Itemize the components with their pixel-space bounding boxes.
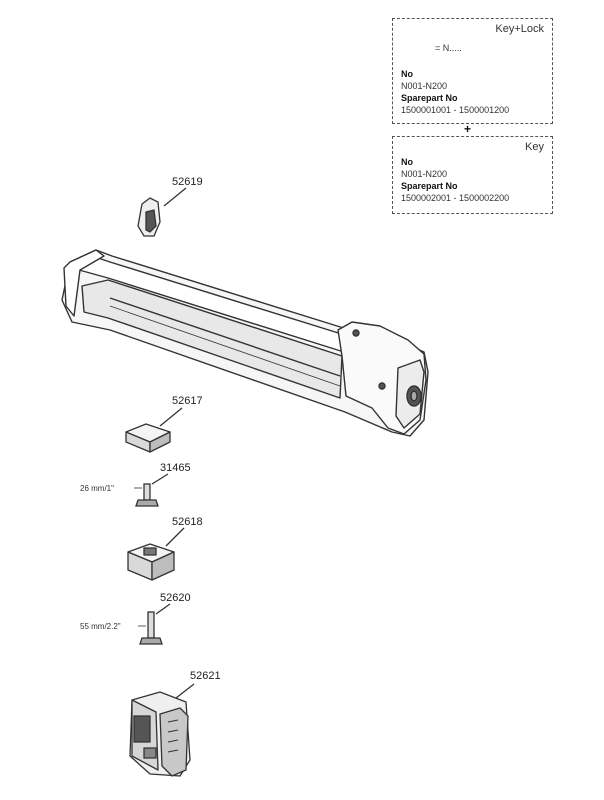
rail-screw-top: [352, 329, 360, 337]
part-number-52620: 52620: [160, 592, 191, 604]
key-sparepart-range: 1500002001 - 1500002200: [401, 193, 510, 203]
key-lock-sparepart-range: 1500001001 - 1500001200: [401, 105, 510, 115]
key-lock-sparepart-label: Sparepart No: [401, 93, 458, 103]
leader-52619: [163, 187, 187, 207]
part-number-52621: 52621: [190, 670, 221, 682]
leader-52620: [155, 603, 171, 615]
part-number-52617: 52617: [172, 395, 203, 407]
bolt-short-head: [135, 499, 159, 507]
rail-groove-2: [109, 305, 341, 387]
dimension-31465: 26 mm/1": [80, 484, 114, 493]
rail-groove-1: [109, 297, 341, 377]
clamp-ratchet: [159, 707, 189, 777]
key-sparepart-label: Sparepart No: [401, 181, 458, 191]
key-lock-info-box: Key+Lock = N..... No N001-N200 Sparepart…: [392, 18, 553, 124]
clamp-buckle: [143, 747, 157, 759]
clamp-window: [133, 715, 151, 743]
bolt-long-shaft: [147, 611, 155, 639]
leader-31465: [151, 473, 169, 485]
bolt-long-head: [139, 637, 163, 645]
leader-52617: [159, 407, 183, 427]
bolt-short-shaft: [143, 483, 151, 501]
part-number-31465: 31465: [160, 462, 191, 474]
rail-end-cap-left: [63, 249, 105, 317]
rail-lock-core: [410, 390, 418, 402]
part-52621-drawing: [129, 683, 195, 777]
key-lock-no-range: N001-N200: [401, 81, 448, 91]
part-52620-drawing: [138, 603, 171, 645]
part-number-52619: 52619: [172, 176, 203, 188]
part-52619-drawing: [137, 187, 187, 237]
lock-cylinder-face: [145, 209, 157, 233]
key-no-range: N001-N200: [401, 169, 448, 179]
key-box-title: Key: [525, 141, 544, 153]
adapter-side: [151, 551, 175, 581]
part-52618-drawing: [127, 527, 185, 581]
key-lock-equals-text: = N.....: [435, 43, 462, 53]
plus-sign: +: [464, 122, 472, 136]
clamp-teeth: [167, 719, 179, 753]
leader-52618: [165, 527, 185, 547]
adapter-hole: [143, 547, 157, 556]
dimension-52620: 55 mm/2.2": [80, 622, 121, 631]
part-31465-drawing: [134, 473, 169, 507]
key-info-box: Key No N001-N200 Sparepart No 1500002001…: [392, 136, 553, 214]
key-lock-no-label: No: [401, 69, 413, 79]
leader-52621: [175, 683, 195, 699]
rail-assembly: [61, 249, 429, 437]
part-52617-drawing: [125, 407, 183, 453]
pad-side: [149, 431, 171, 453]
part-number-52618: 52618: [172, 516, 203, 528]
rail-channel: [81, 279, 343, 399]
key-no-label: No: [401, 157, 413, 167]
key-lock-box-title: Key+Lock: [495, 23, 544, 35]
rail-screw-side: [378, 382, 386, 390]
